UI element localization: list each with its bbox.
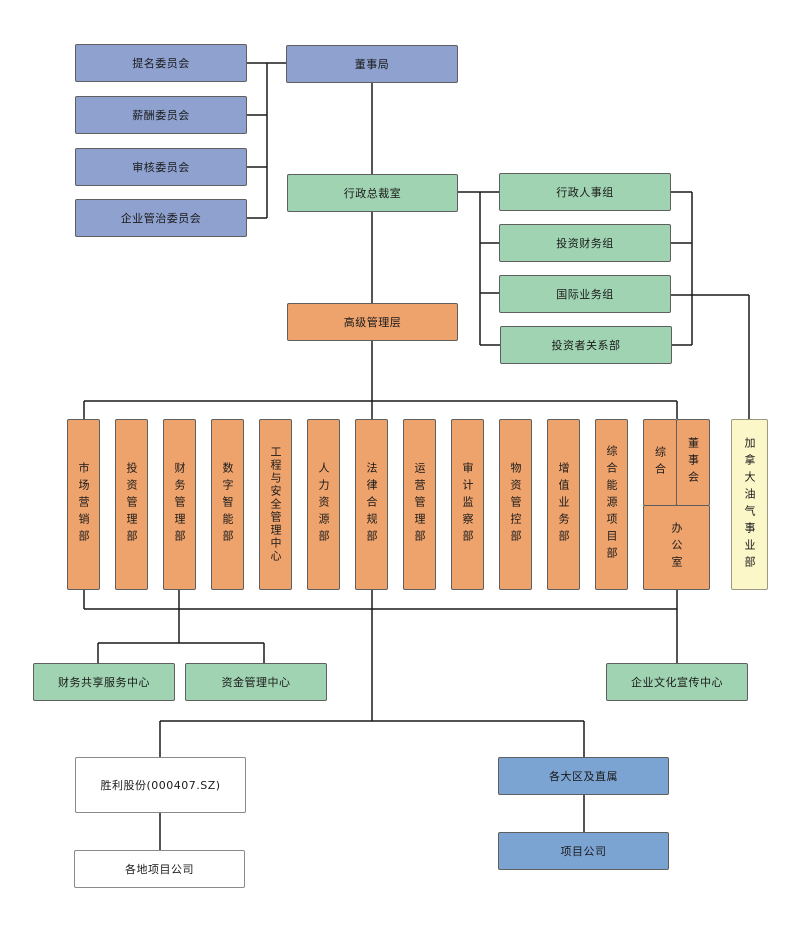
committee-label: 企业管治委员会 [120,212,202,225]
department-label: 投资管理部 [125,462,138,547]
canada-division-node: 加拿大油气事业部 [731,419,768,590]
exec-group-admin-hr: 行政人事组 [499,173,671,211]
committee-label: 提名委员会 [132,57,190,70]
senior-management-node: 高级管理层 [287,303,458,341]
department-investment: 投资管理部 [115,419,148,590]
department-audit: 审计监察部 [451,419,484,590]
department-value-added: 增值业务部 [547,419,580,590]
office-label: 综合 [653,445,667,480]
office-general-cell: 综合 [643,419,677,506]
department-label: 财务管理部 [173,462,186,547]
office-label: 办公室 [670,522,683,573]
board-node: 董事局 [286,45,458,83]
department-label: 综合能源项目部 [605,445,618,564]
committee-label: 薪酬委员会 [132,109,190,122]
office-label: 董事会 [686,437,700,488]
department-engineering-safety: 工程与安全管理中心 [259,419,292,590]
board-label: 董事局 [354,58,390,71]
exec-group-label: 国际业务组 [556,288,614,301]
department-label: 人力资源部 [317,462,330,547]
department-digital: 数字智能部 [211,419,244,590]
local-project-companies-label: 各地项目公司 [125,863,194,876]
canada-division-label: 加拿大油气事业部 [743,436,756,573]
project-company-node: 项目公司 [498,832,669,870]
committee-label: 审核委员会 [132,161,190,174]
senior-management-label: 高级管理层 [343,316,402,329]
center-label: 财务共享服务中心 [58,676,150,689]
exec-group-investor-relations: 投资者关系部 [500,326,672,364]
project-company-label: 项目公司 [560,845,607,858]
department-label: 市场营销部 [77,462,90,547]
exec-group-international: 国际业务组 [499,275,671,313]
exec-group-label: 投资者关系部 [551,339,621,352]
local-project-companies-node: 各地项目公司 [74,850,245,888]
department-label: 法律合规部 [365,462,378,547]
regions-node: 各大区及直属 [498,757,669,795]
office-board-cell: 董事会 [676,419,710,506]
committee-audit: 审核委员会 [75,148,247,186]
exec-office-node: 行政总裁室 [287,174,458,212]
department-marketing: 市场营销部 [67,419,100,590]
department-finance: 财务管理部 [163,419,196,590]
exec-group-investment-finance: 投资财务组 [499,224,671,262]
department-operations: 运营管理部 [403,419,436,590]
department-label: 审计监察部 [461,462,474,547]
department-materials: 物资管控部 [499,419,532,590]
committee-nomination: 提名委员会 [75,44,247,82]
office-bottom-cell: 办公室 [643,505,710,590]
finance-shared-service-center: 财务共享服务中心 [33,663,175,701]
department-label: 数字智能部 [221,462,234,547]
culture-center: 企业文化宣传中心 [606,663,748,701]
exec-office-label: 行政总裁室 [343,187,402,200]
department-label: 运营管理部 [413,462,426,547]
exec-group-label: 投资财务组 [556,237,614,250]
department-label: 工程与安全管理中心 [269,446,282,563]
subsidiary-label: 胜利股份(000407.SZ) [100,779,221,792]
center-label: 资金管理中心 [221,676,291,689]
regions-label: 各大区及直属 [549,770,618,783]
department-label: 增值业务部 [557,462,570,547]
department-legal: 法律合规部 [355,419,388,590]
exec-group-label: 行政人事组 [556,186,614,199]
subsidiary-node: 胜利股份(000407.SZ) [75,757,246,813]
committee-governance: 企业管治委员会 [75,199,247,237]
center-label: 企业文化宣传中心 [631,676,723,689]
department-hr: 人力资源部 [307,419,340,590]
department-label: 物资管控部 [509,462,522,547]
committee-remuneration: 薪酬委员会 [75,96,247,134]
department-integrated-energy: 综合能源项目部 [595,419,628,590]
fund-management-center: 资金管理中心 [185,663,327,701]
